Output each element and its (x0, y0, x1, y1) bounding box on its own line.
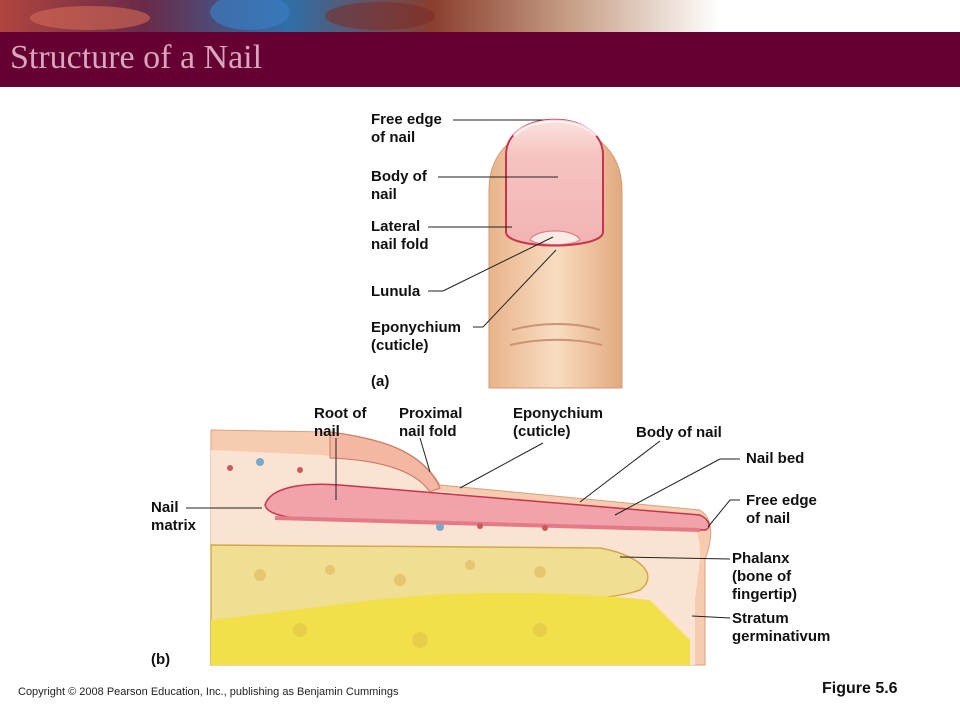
bone-pore (465, 560, 475, 570)
knuckle-crease (509, 338, 603, 346)
marrow-pore (412, 632, 428, 648)
label-line: Stratum (732, 610, 789, 627)
panel-a-leaders (428, 119, 558, 328)
panel-b-tag: (b) (151, 651, 171, 668)
label-line: nail fold (371, 236, 429, 253)
label-line: of nail (746, 510, 791, 527)
label-proximal-fold: Proximal nail fold (399, 405, 462, 441)
label-line: (cuticle) (371, 337, 429, 354)
banner-artwork (0, 0, 960, 34)
label-line: Root of (314, 405, 367, 422)
label-phalanx: Phalanx (bone of fingertip) (732, 550, 797, 604)
label-line: germinativum (732, 628, 831, 645)
vessel-dot (436, 523, 444, 531)
label-lunula: Lunula (371, 283, 421, 300)
label-line: Nail (151, 499, 179, 516)
panel-a-tag: (a) (371, 373, 390, 390)
label-line: nail (371, 186, 397, 203)
label-lateral-fold: Lateral nail fold (371, 218, 429, 254)
bone-pore (254, 569, 266, 581)
label-line: Free edge (371, 111, 442, 128)
vessel-dot (477, 523, 483, 529)
label-line: of nail (371, 129, 416, 146)
marrow-region (211, 592, 690, 665)
label-line: Phalanx (732, 550, 790, 567)
label-line: Free edge (746, 492, 817, 509)
panel-b-leaders (186, 437, 740, 619)
nail-plate (505, 118, 604, 247)
figure-label: Figure 5.6 (822, 680, 898, 697)
label-matrix: Nail matrix (151, 499, 196, 535)
bone-pore (394, 574, 406, 586)
vessel-dot (542, 525, 548, 531)
label-line: Body of (371, 168, 427, 185)
label-stratum: Stratum germinativum (732, 610, 830, 646)
slide-title: Structure of a Nail (10, 39, 263, 76)
bone-pore (325, 565, 335, 575)
title-bar (0, 32, 960, 87)
label-line: (cuticle) (513, 423, 571, 440)
label-line: Lateral (371, 218, 421, 235)
label-body-a: Body of nail (371, 168, 427, 204)
label-line: (bone of (732, 568, 792, 585)
nail-cross-section (210, 429, 712, 666)
copyright-notice: Copyright © 2008 Pearson Education, Inc.… (18, 686, 399, 698)
label-nail-bed: Nail bed (746, 450, 805, 467)
label-line: matrix (151, 517, 197, 534)
vessel-dot (227, 465, 233, 471)
label-body-b: Body of nail (636, 424, 722, 441)
lunula-shape (529, 230, 581, 245)
label-line: Eponychium (513, 405, 604, 422)
vessel-dot (297, 467, 303, 473)
proximal-fold-section (329, 431, 441, 493)
free-edge-highlight (512, 119, 598, 138)
decorative-banner (0, 0, 960, 34)
knuckle-crease (511, 323, 601, 331)
label-free-edge-a: Free edge of nail (371, 111, 442, 147)
label-line: Eponychium (371, 319, 462, 336)
nail-bed-layer (274, 516, 701, 532)
label-line: Proximal (399, 405, 463, 422)
vessel-dot (256, 458, 264, 466)
label-free-edge-b: Free edge of nail (746, 492, 817, 528)
label-eponychium-b: Eponychium (cuticle) (513, 405, 603, 441)
label-eponychium-a: Eponychium (cuticle) (371, 319, 461, 355)
label-line: nail (314, 423, 340, 440)
bone-pore (534, 566, 546, 578)
marrow-pore (533, 623, 547, 637)
label-line: fingertip) (732, 586, 797, 603)
finger-top-view (488, 118, 623, 389)
label-line: nail fold (399, 423, 457, 440)
marrow-pore (293, 623, 307, 637)
label-root: Root of nail (314, 405, 366, 441)
